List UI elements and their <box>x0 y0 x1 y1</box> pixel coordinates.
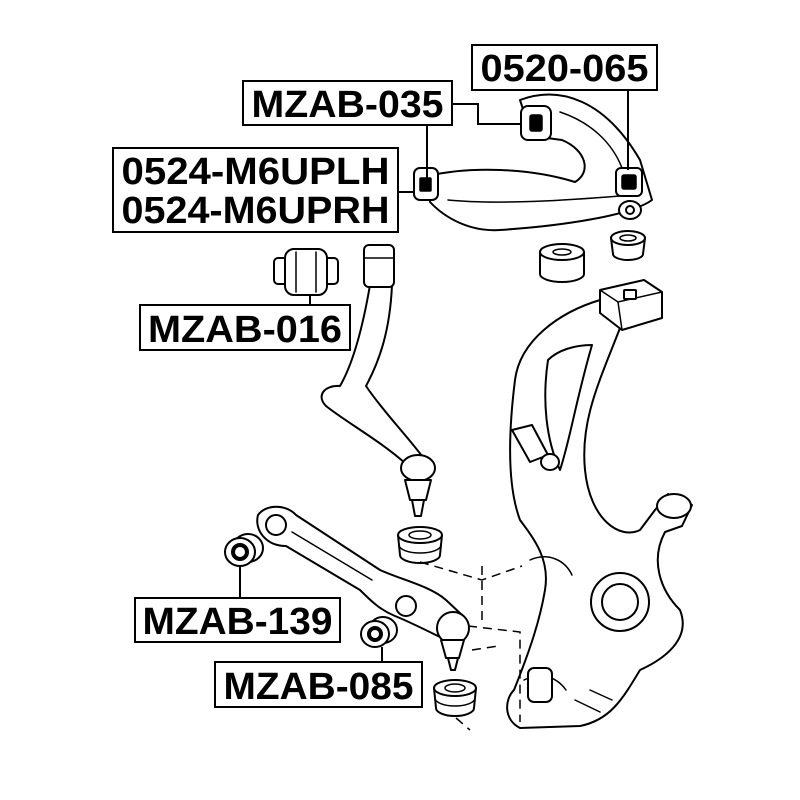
knuckle-upper-mount <box>599 279 663 331</box>
label-box <box>139 304 351 351</box>
front-bushing-core <box>529 114 543 132</box>
part-number-rh: 0524-M6UPRH <box>122 190 390 232</box>
middle-ball-joint-taper <box>404 479 432 501</box>
bump-bushing-top <box>539 243 585 261</box>
lower-ball-joint-taper <box>440 639 465 659</box>
middle-dust-boot-hole <box>408 530 432 540</box>
lower-arm-rear-bushing <box>360 616 398 648</box>
middle-ball-joint <box>400 454 436 517</box>
lower-arm-rib <box>291 531 373 581</box>
lower-arm-inner-eye <box>265 514 287 536</box>
label-upper-arm: 0524-M6UPLH 0524-M6UPRH <box>112 147 399 233</box>
knuckle-upper-mount-edge <box>599 289 663 331</box>
tension-rod <box>320 244 423 465</box>
upper-arm-front-bushing <box>520 105 552 141</box>
knuckle-bolt <box>540 453 560 471</box>
upper-ball-joint-core <box>621 174 637 190</box>
upper-arm-body <box>427 93 653 232</box>
label-lower-arm-bushing-front: MZAB-139 <box>134 597 341 643</box>
label-box <box>134 597 341 643</box>
lower-dust-boot-top <box>433 679 477 697</box>
part-number: MZAB-016 <box>148 309 342 351</box>
middle-dust-boot <box>397 526 443 564</box>
upper-dust-boot <box>610 230 646 261</box>
label-box <box>214 661 423 708</box>
knuckle-hollow <box>544 344 593 471</box>
part-number-lh: 0524-M6UPLH <box>122 151 390 193</box>
upper-arm-rib-front <box>559 111 623 169</box>
knuckle-mount-hole <box>623 289 637 300</box>
lower-dust-boot-ring <box>434 697 476 707</box>
tension-rod-eye <box>363 244 395 288</box>
lower-arm-outer-eye <box>395 595 417 617</box>
lower-dust-boot-hole <box>444 683 466 693</box>
assembly-guides <box>419 561 523 731</box>
upper-bump-bushing <box>539 243 585 283</box>
label-upper-ball-joint: 0520-065 <box>471 44 658 91</box>
steering-knuckle <box>506 279 693 729</box>
tension-rod-body <box>320 284 423 465</box>
label-box <box>471 44 658 91</box>
guide-lower-boot <box>455 645 499 731</box>
label-upper-arm-bushing: MZAB-035 <box>242 80 453 126</box>
part-number: MZAB-085 <box>224 666 414 708</box>
middle-dust-boot-top <box>397 526 443 544</box>
bump-bushing-hole <box>552 248 572 256</box>
lower-ball-joint <box>436 611 470 671</box>
lower-control-arm <box>256 505 463 643</box>
rear-bushing-core <box>419 177 432 192</box>
tension-bushing-line <box>295 251 317 293</box>
guide-middle-joint <box>419 561 523 581</box>
upper-arm-rib <box>447 195 621 203</box>
tension-rod-bushing <box>273 248 339 296</box>
leader-lines <box>239 90 629 662</box>
rear-lower-bushing-core <box>367 626 383 642</box>
steering-arm-end <box>656 493 692 519</box>
lower-dust-boot <box>433 679 477 717</box>
middle-dust-boot-ring <box>398 544 442 554</box>
upper-ball-joint <box>615 167 643 220</box>
upper-arm-rear-bushing <box>413 167 439 201</box>
knuckle-lower-boss <box>527 667 553 703</box>
label-box <box>112 147 399 233</box>
guide-lower-joint <box>467 625 521 722</box>
label-tension-rod-bushing: MZAB-016 <box>139 304 351 351</box>
upper-dust-boot-hole <box>619 234 637 242</box>
leader-upper-arm-bushing-front <box>452 103 522 125</box>
lower-arm-front-bushing <box>224 533 264 567</box>
middle-ball-joint-stud <box>411 499 425 517</box>
middle-ball-joint-head <box>400 454 436 482</box>
upper-control-arm <box>427 93 653 232</box>
part-number: MZAB-035 <box>252 84 444 126</box>
part-number: MZAB-139 <box>143 601 333 643</box>
label-lower-arm-bushing-rear: MZAB-085 <box>214 661 423 708</box>
upper-ball-joint-nut <box>625 205 635 215</box>
wheel-hub-inner <box>601 583 639 621</box>
lower-ball-joint-stud <box>447 657 459 671</box>
tension-bushing-body <box>284 248 328 296</box>
upper-dust-boot-top <box>610 230 646 246</box>
label-box <box>242 80 453 126</box>
front-lower-bushing-core <box>231 543 249 561</box>
part-number: 0520-065 <box>481 48 649 90</box>
